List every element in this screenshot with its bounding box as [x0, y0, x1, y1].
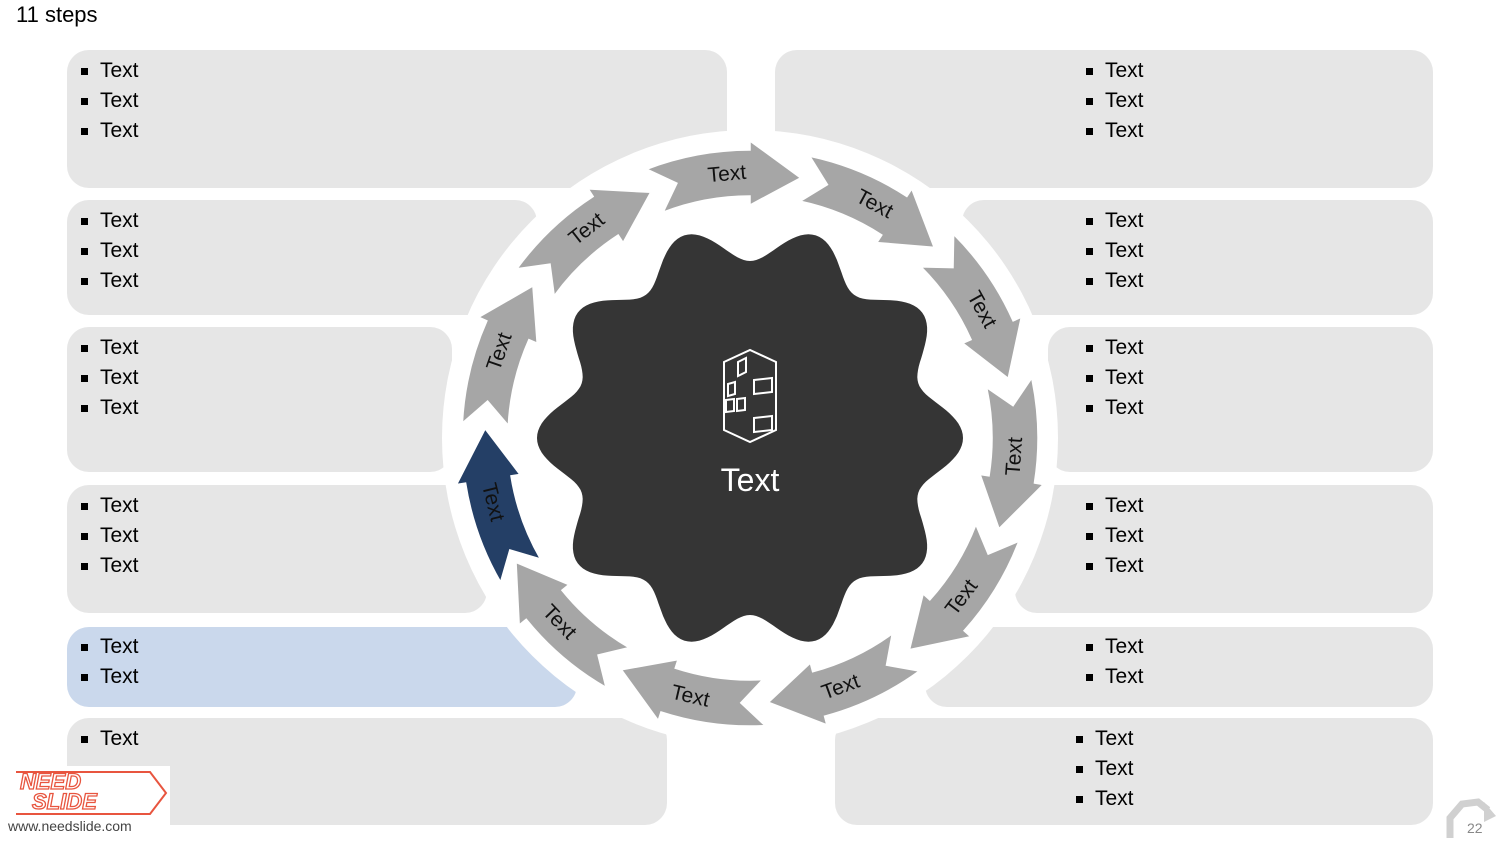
right-panel-1	[775, 50, 1433, 188]
page-number: 22	[1467, 820, 1483, 836]
list-item: Text	[1085, 662, 1144, 692]
list-item: Text	[80, 86, 139, 116]
step-arrow-4	[644, 139, 802, 214]
step-arrow-8	[908, 522, 1021, 651]
list-item: Text	[80, 206, 139, 236]
right-panel-5	[925, 627, 1433, 707]
left-panel-2	[67, 200, 537, 315]
step-arrow-10	[620, 658, 767, 727]
step-arrow-9	[767, 632, 922, 727]
logo-line1: NEED	[20, 769, 81, 794]
left-panel-6-list: Text	[80, 724, 139, 754]
list-item: Text	[1085, 491, 1144, 521]
list-item: Text	[1085, 206, 1144, 236]
list-item: Text	[80, 724, 139, 754]
building-icon	[723, 348, 777, 444]
list-item: Text	[80, 236, 139, 266]
list-item: Text	[1085, 56, 1144, 86]
list-item: Text	[1075, 724, 1134, 754]
left-panel-4	[67, 485, 487, 613]
list-item: Text	[1085, 551, 1144, 581]
step-arrow-6	[919, 232, 1023, 380]
list-item: Text	[80, 491, 139, 521]
list-item: Text	[1085, 363, 1144, 393]
step-label-7: Text	[1002, 436, 1028, 476]
left-panel-3	[67, 327, 452, 472]
list-item: Text	[1075, 784, 1134, 814]
list-item: Text	[80, 266, 139, 296]
right-panel-3	[1048, 327, 1433, 472]
left-panel-5	[67, 627, 577, 707]
website-url: www.needslide.com	[8, 818, 132, 834]
list-item: Text	[1085, 116, 1144, 146]
right-panel-6	[835, 718, 1433, 825]
list-item: Text	[1085, 632, 1144, 662]
list-item: Text	[80, 116, 139, 146]
list-item: Text	[80, 56, 139, 86]
step-arrow-1	[455, 427, 543, 584]
needslide-logo: NEED SLIDE	[10, 766, 170, 844]
list-item: Text	[1085, 393, 1144, 423]
list-item: Text	[80, 551, 139, 581]
step-arrow-3	[515, 188, 652, 298]
list-item: Text	[80, 333, 139, 363]
recycle-arrows-icon	[1446, 798, 1496, 838]
center-label: Text	[721, 462, 780, 498]
list-item: Text	[1075, 754, 1134, 784]
step-label-4: Text	[707, 161, 748, 187]
list-item: Text	[1085, 333, 1144, 363]
logo-line2: SLIDE	[32, 789, 98, 814]
list-item: Text	[80, 521, 139, 551]
center-star-shape	[537, 234, 963, 642]
right-panel-4	[1015, 485, 1433, 613]
left-panel-6	[67, 718, 667, 825]
step-arrow-7	[979, 376, 1045, 531]
list-item: Text	[80, 363, 139, 393]
page-title: 11 steps	[16, 2, 98, 27]
list-item: Text	[80, 393, 139, 423]
step-arrow-5	[798, 155, 936, 249]
list-item: Text	[1085, 86, 1144, 116]
list-item: Text	[1085, 266, 1144, 296]
list-item: Text	[80, 632, 139, 662]
right-panel-2	[962, 200, 1433, 315]
step-arrow-11	[515, 561, 631, 689]
step-arrow-2	[461, 284, 538, 428]
left-panel-1	[67, 50, 727, 188]
list-item: Text	[1085, 521, 1144, 551]
list-item: Text	[1085, 236, 1144, 266]
list-item: Text	[80, 662, 139, 692]
